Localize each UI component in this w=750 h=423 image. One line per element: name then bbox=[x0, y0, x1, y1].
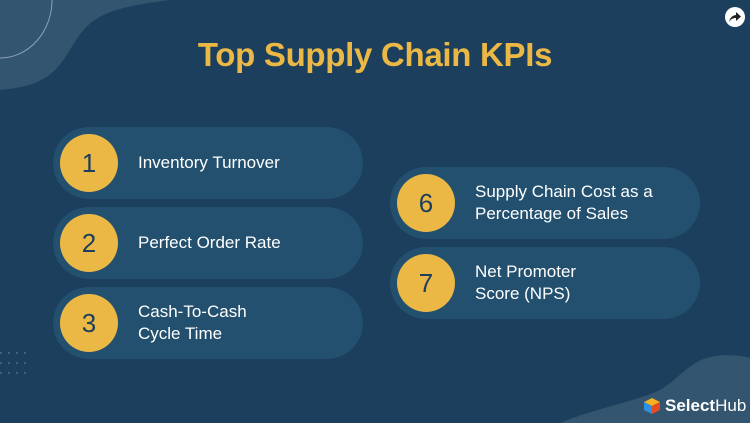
share-icon bbox=[729, 12, 741, 22]
kpi-item-6: 6 Supply Chain Cost as a Percentage of S… bbox=[390, 167, 700, 239]
kpi-item-1: 1 Inventory Turnover bbox=[53, 127, 363, 199]
kpi-item-7: 7 Net Promoter Score (NPS) bbox=[390, 247, 700, 319]
kpi-item-2: 2 Perfect Order Rate bbox=[53, 207, 363, 279]
kpi-item-3: 3 Cash-To-Cash Cycle Time bbox=[53, 287, 363, 359]
brand-name-regular: Hub bbox=[715, 396, 747, 415]
kpi-label: Perfect Order Rate bbox=[138, 233, 281, 252]
kpi-number-badge: 1 bbox=[60, 134, 118, 192]
kpi-label: Cash-To-Cash Cycle Time bbox=[138, 302, 247, 343]
kpi-label: Inventory Turnover bbox=[138, 153, 280, 172]
kpi-number-badge: 7 bbox=[397, 254, 455, 312]
selecthub-logo-icon bbox=[644, 398, 660, 414]
kpi-label: Supply Chain Cost as a Percentage of Sal… bbox=[475, 182, 653, 223]
kpi-number-badge: 2 bbox=[60, 214, 118, 272]
kpi-label: Net Promoter Score (NPS) bbox=[475, 262, 577, 303]
page-title: Top Supply Chain KPIs bbox=[197, 36, 553, 73]
kpi-number-badge: 6 bbox=[397, 174, 455, 232]
share-button[interactable] bbox=[725, 7, 745, 27]
kpi-number-badge: 3 bbox=[60, 294, 118, 352]
brand-name-bold: Select bbox=[665, 396, 716, 415]
decorative-dot-grid bbox=[0, 352, 32, 374]
